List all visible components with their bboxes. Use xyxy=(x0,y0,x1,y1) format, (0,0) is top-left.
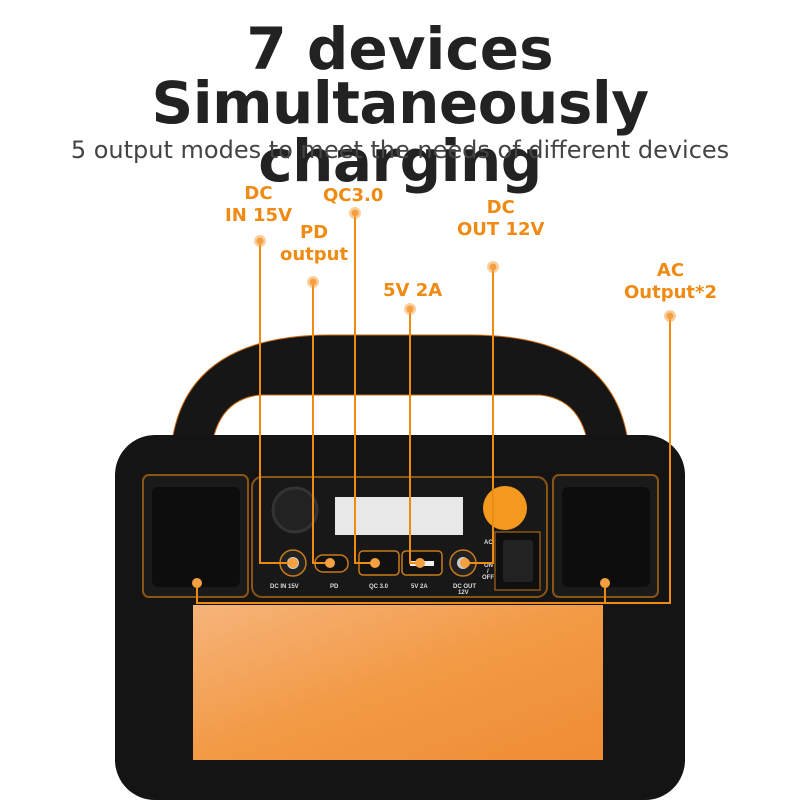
ac-button xyxy=(483,486,527,530)
callout-pd: PD output xyxy=(280,222,348,266)
callout-dc-out-line1: DC xyxy=(486,197,515,218)
callout-pd-line2: output xyxy=(280,244,349,265)
callout-lines xyxy=(196,213,671,604)
headline-line2: Simultaneously charging xyxy=(151,69,649,195)
label-dc-out-1: DC OUT xyxy=(453,584,476,590)
handle xyxy=(169,334,631,471)
label-qc: QC 3.0 xyxy=(369,584,389,590)
callout-dc-in-line2: IN 15V xyxy=(225,205,293,226)
label-usb: 5V 2A xyxy=(411,584,428,590)
label-sep: / xyxy=(487,569,489,575)
label-off: OFF xyxy=(482,575,494,581)
headline-line1: 7 devices xyxy=(246,15,554,83)
callout-dc-in-line1: DC xyxy=(244,183,273,204)
callout-usb: 5V 2A xyxy=(383,280,443,301)
label-dc-in: DC IN 15V xyxy=(270,584,299,590)
callout-pd-line1: PD xyxy=(299,222,329,243)
label-pd: PD xyxy=(330,584,339,590)
subtitle: 5 output modes to meet the needs of diff… xyxy=(70,136,730,164)
callout-ac-line2: Output*2 xyxy=(624,282,717,303)
lcd-screen xyxy=(335,497,463,535)
front-panel xyxy=(193,605,603,760)
callout-dc-out: DC OUT 12V xyxy=(457,197,544,241)
callout-qc: QC3.0 xyxy=(323,185,384,206)
callout-dc-out-line2: OUT 12V xyxy=(457,219,545,240)
label-ac: AC xyxy=(484,540,493,546)
label-on: ON xyxy=(484,563,493,569)
callout-dc-in: DC IN 15V xyxy=(225,183,292,227)
callout-ac: AC Output*2 xyxy=(624,260,717,304)
power-switch xyxy=(503,540,533,582)
callout-ac-line1: AC xyxy=(656,260,685,281)
callout-dots xyxy=(192,207,676,588)
label-dc-out-2: 12V xyxy=(458,590,469,596)
knob xyxy=(271,486,319,534)
